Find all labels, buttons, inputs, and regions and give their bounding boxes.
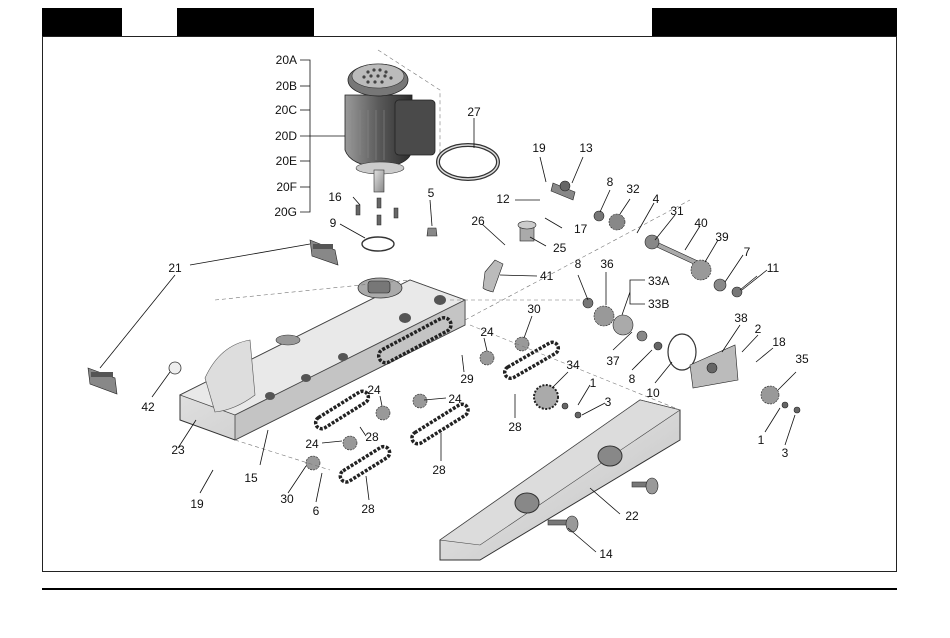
callout-21: 21 (168, 261, 182, 275)
callout-24-d: 24 (305, 437, 319, 451)
callout-19-bottom: 19 (190, 497, 204, 511)
callout-20C: 20C (275, 103, 297, 117)
callout-30-bottom: 30 (280, 492, 294, 506)
callout-34: 34 (566, 358, 580, 372)
callout-31: 31 (670, 204, 684, 218)
callout-37: 37 (606, 354, 620, 368)
callout-11: 11 (767, 261, 780, 275)
callout-8-top: 8 (607, 175, 614, 189)
callout-1-right: 1 (758, 433, 765, 447)
callout-30-top: 30 (527, 302, 541, 316)
callout-32: 32 (626, 182, 640, 196)
callout-9: 9 (330, 216, 337, 230)
callout-20F: 20F (276, 180, 297, 194)
callout-2: 2 (755, 322, 762, 336)
callout-8-low: 8 (629, 372, 636, 386)
callout-24-a: 24 (480, 325, 494, 339)
callout-17: 17 (574, 222, 588, 236)
callout-28-d: 28 (361, 502, 375, 516)
callout-10: 10 (646, 386, 660, 400)
callout-23: 23 (171, 443, 185, 457)
small-ring (169, 362, 181, 374)
callout-20A: 20A (276, 53, 297, 67)
callout-20G: 20G (274, 205, 297, 219)
callout-7: 7 (744, 245, 751, 259)
side-cover (440, 400, 680, 560)
callout-26: 26 (471, 214, 485, 228)
drive-belt (438, 145, 498, 179)
callout-15: 15 (244, 471, 258, 485)
callout-5: 5 (428, 186, 435, 200)
callout-labels: 20A 20B 20C 20D 20E 20F 20G 27 19 13 8 3… (141, 53, 809, 561)
callout-20B: 20B (276, 79, 297, 93)
callout-16: 16 (328, 190, 342, 204)
callout-28-c: 28 (432, 463, 446, 477)
callout-24-c: 24 (448, 392, 462, 406)
callout-33B: 33B (648, 297, 669, 311)
motor-assembly (345, 64, 435, 192)
callout-20D: 20D (275, 129, 297, 143)
callout-14: 14 (599, 547, 613, 561)
callout-35: 35 (795, 352, 809, 366)
callout-12: 12 (496, 192, 510, 206)
callout-25: 25 (553, 241, 567, 255)
callout-1-mid: 1 (590, 376, 597, 390)
bracket-top (310, 240, 338, 265)
main-housing (180, 278, 465, 440)
callout-33A: 33A (648, 274, 669, 288)
callout-13: 13 (579, 141, 593, 155)
motor-bolts (356, 198, 398, 225)
callout-4: 4 (653, 192, 660, 206)
callout-8-mid: 8 (575, 257, 582, 271)
callout-22: 22 (625, 509, 639, 523)
callout-29: 29 (460, 372, 474, 386)
callout-28-a: 28 (365, 430, 379, 444)
callout-27: 27 (467, 105, 481, 119)
shaft-assembly (483, 181, 800, 418)
callout-39: 39 (715, 230, 729, 244)
callout-38: 38 (734, 311, 748, 325)
callout-6: 6 (313, 504, 320, 518)
callout-3-mid: 3 (605, 395, 612, 409)
callout-42: 42 (141, 400, 155, 414)
o-ring (362, 237, 394, 251)
callout-28-b: 28 (508, 420, 522, 434)
callout-36: 36 (600, 257, 614, 271)
callout-19-top: 19 (532, 141, 546, 155)
callout-20E: 20E (276, 154, 297, 168)
callout-18: 18 (772, 335, 786, 349)
bracket-bottom (88, 368, 117, 394)
callout-40: 40 (694, 216, 708, 230)
callout-3-right: 3 (782, 446, 789, 460)
plug (427, 228, 437, 236)
callout-41: 41 (540, 269, 554, 283)
callout-24-b: 24 (367, 383, 381, 397)
